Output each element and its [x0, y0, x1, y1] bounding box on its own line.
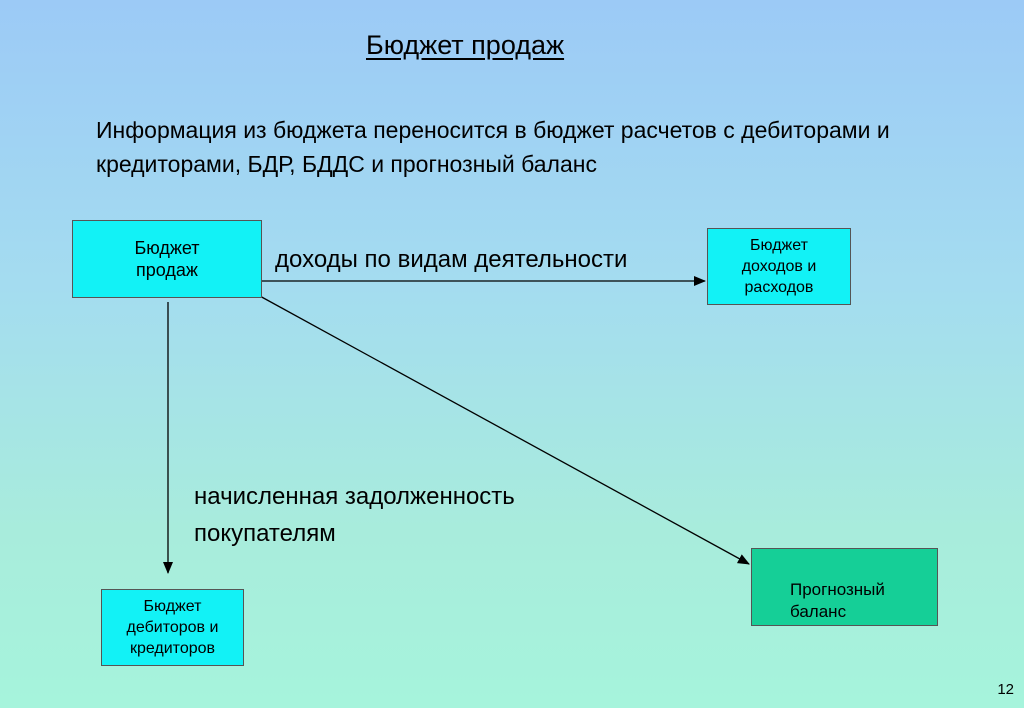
pl-box-line2: доходов и [741, 258, 817, 275]
pl-budget-box: Бюджет доходов и расходов [707, 228, 851, 305]
receivables-label-line1: начисленная задолженность [194, 483, 515, 510]
receivables-arrow-label: начисленная задолженность покупателям [194, 478, 515, 552]
debtors-creditors-budget-box: Бюджет дебиторов и кредиторов [101, 589, 244, 666]
forecast-box-line2: баланс [790, 602, 847, 621]
debtors-box-line3: кредиторов [129, 640, 216, 657]
sales-budget-box: Бюджет продаж [72, 220, 262, 298]
sales-box-line2: продаж [136, 260, 198, 280]
forecast-balance-box: Прогнозный баланс [751, 548, 938, 626]
debtors-box-line1: Бюджет [143, 598, 202, 615]
pl-box-line1: Бюджет [750, 237, 808, 254]
page-number: 12 [997, 681, 1014, 698]
receivables-label-line2: покупателям [194, 520, 336, 547]
debtors-box-line2: дебиторов и [126, 619, 219, 636]
income-arrow-label: доходы по видам деятельности [275, 246, 628, 273]
intro-text: Информация из бюджета переносится в бюдж… [96, 117, 890, 177]
slide-title: Бюджет продаж [366, 30, 565, 60]
forecast-box-line1: Прогнозный [790, 580, 885, 599]
arrow-sales-to-forecast [257, 294, 750, 565]
pl-box-line3: расходов [744, 279, 814, 296]
sales-box-line1: Бюджет [134, 238, 200, 258]
